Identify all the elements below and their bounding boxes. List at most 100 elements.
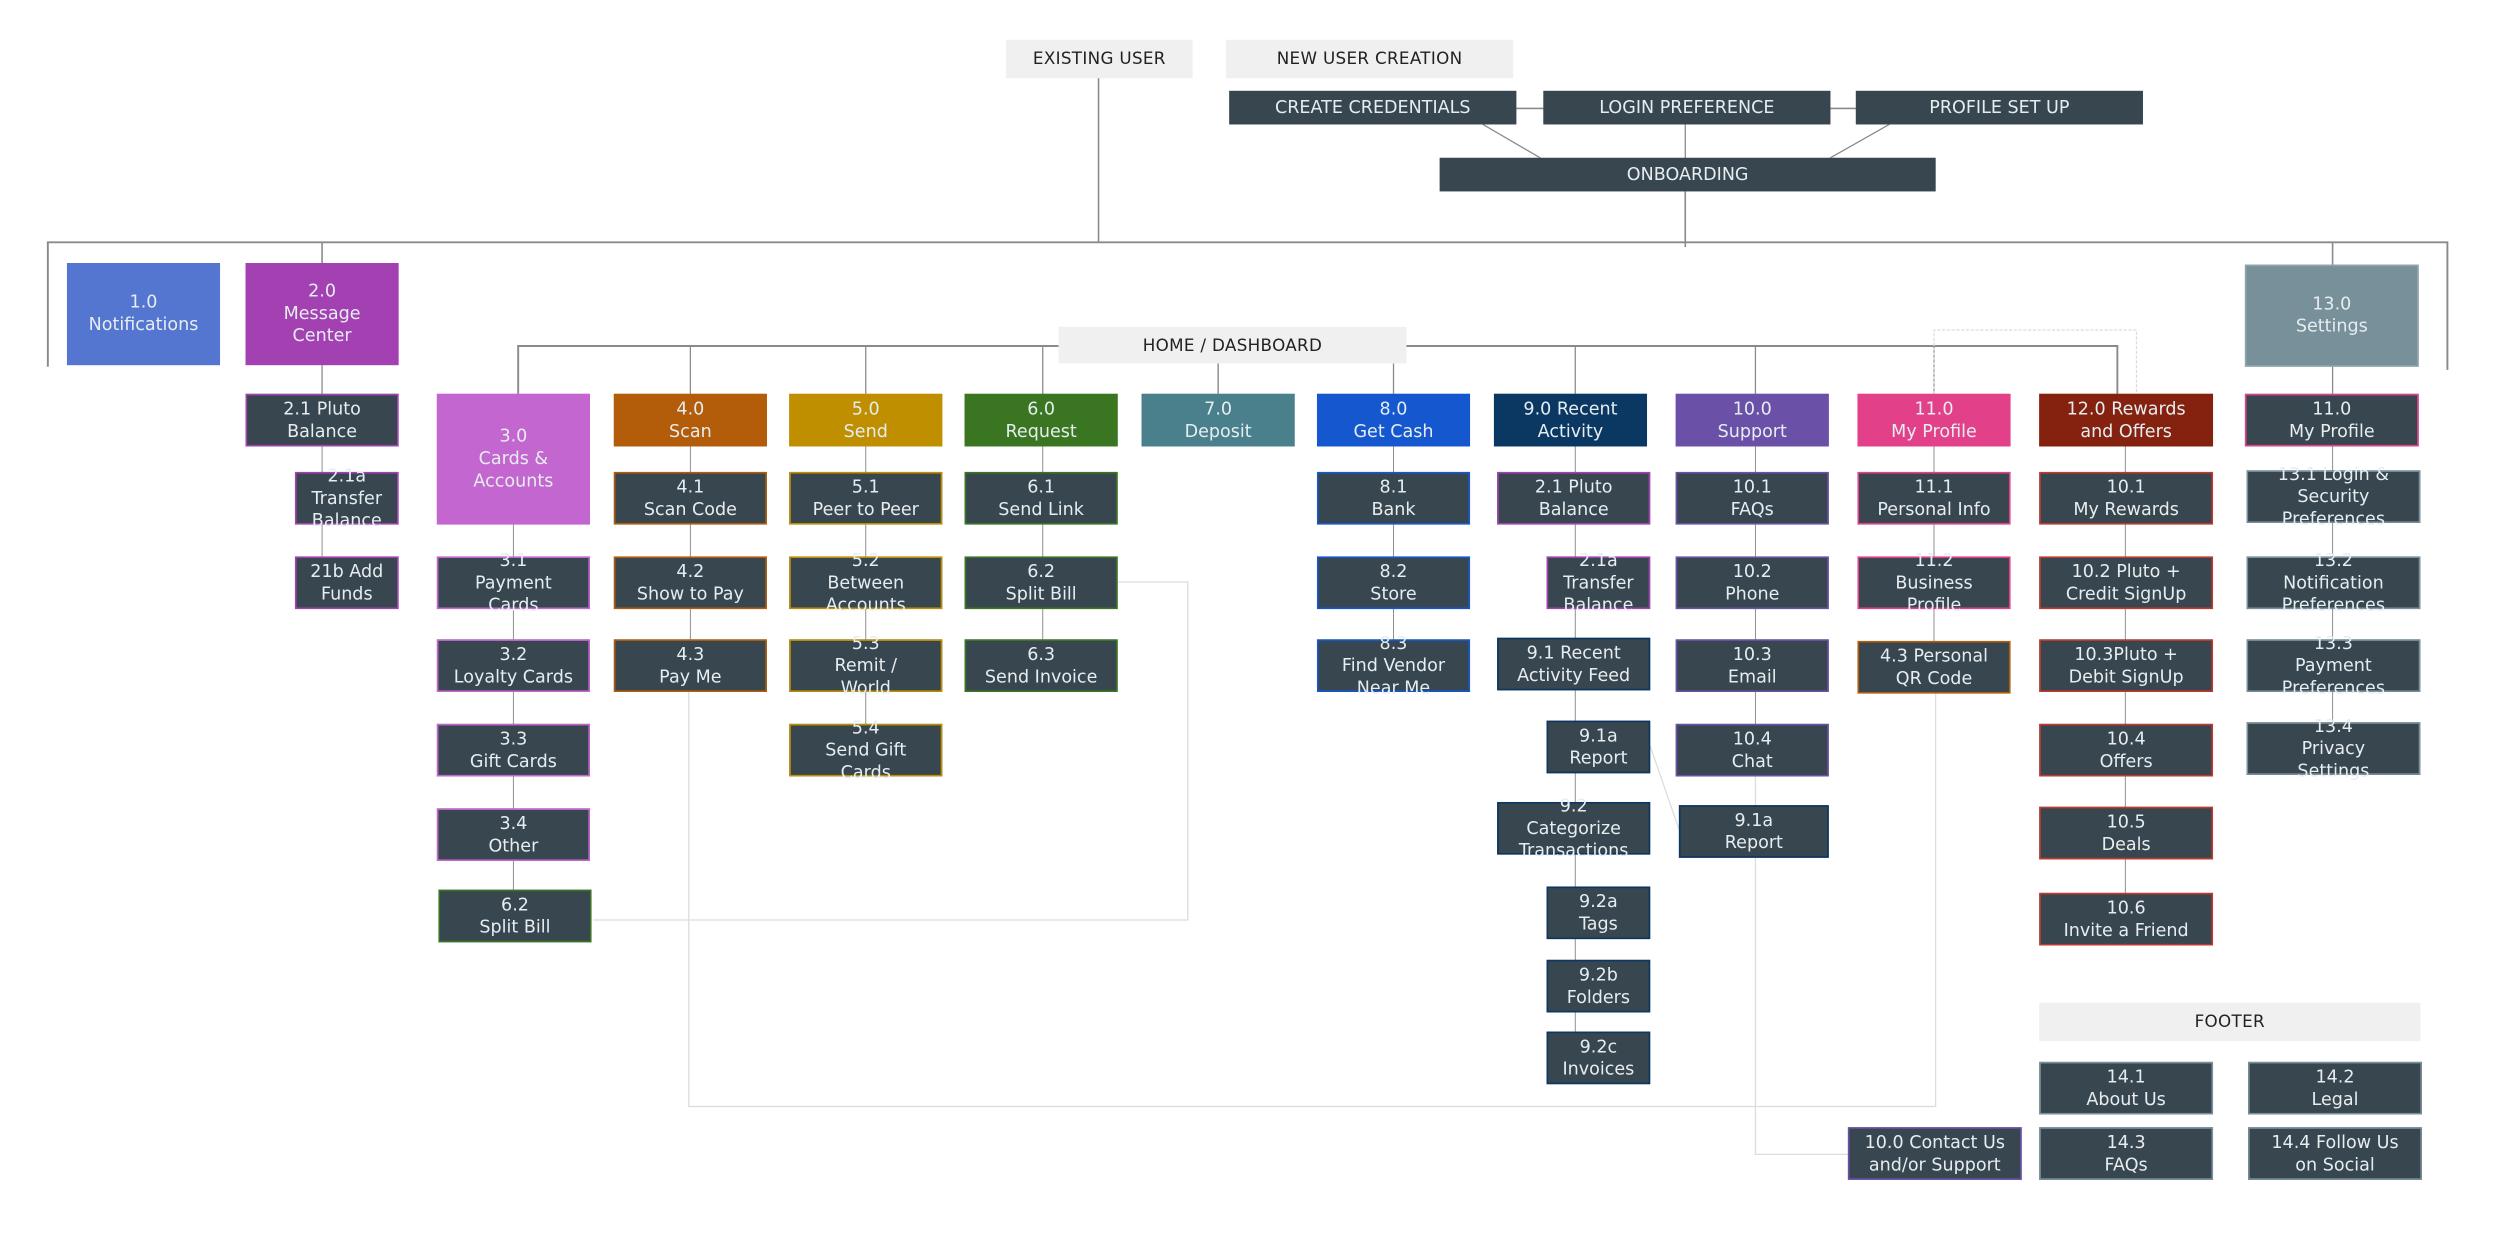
node-label: 14.2 [2315, 1065, 2355, 1087]
node-label: 21b Add [310, 560, 384, 582]
node-existing-user[interactable]: EXISTING USER [1006, 39, 1193, 79]
node-label: Transfer [311, 487, 383, 508]
node-10-3pluto-debit-signup[interactable]: 10.3Pluto +Debit SignUp [2039, 639, 2214, 692]
node-footer[interactable]: FOOTER [2039, 1002, 2421, 1042]
node-label: My Profile [1891, 420, 1977, 441]
node-label: 8.2 [1379, 560, 1408, 582]
node-label: Report [1724, 831, 1783, 853]
node-label: 11.0 [1914, 397, 1954, 419]
node-new-user-creation[interactable]: NEW USER CREATION [1226, 39, 1514, 79]
node-label: PROFILE SET UP [1929, 96, 2070, 118]
node-label: Invite a Friend [2063, 919, 2189, 940]
node-label: Bank [1371, 498, 1416, 519]
node-label: NEW USER CREATION [1276, 49, 1463, 69]
node-create-credentials[interactable]: CREATE CREDENTIALS [1229, 90, 1517, 125]
node-profile-set-up[interactable]: PROFILE SET UP [1855, 90, 2143, 125]
node-label: 10.3 [1732, 643, 1772, 665]
node-login-preference[interactable]: LOGIN PREFERENCE [1543, 90, 1831, 125]
node-home-dashboard[interactable]: HOME / DASHBOARD [1058, 326, 1407, 364]
node-label: 9.1a [1579, 724, 1618, 746]
node-label: Gift Cards [469, 750, 557, 771]
connector-line [688, 691, 1937, 1108]
connector-line [1406, 345, 2119, 394]
node-onboarding[interactable]: ONBOARDING [1439, 157, 1936, 192]
node-label: 4.3 Personal [1879, 644, 1989, 666]
node-label: 8.3 [1379, 632, 1408, 653]
node-label: Tags [1578, 912, 1618, 934]
node-label: Email [1727, 665, 1777, 687]
node-label: 3.4 [499, 812, 528, 834]
node-label: Pay Me [659, 665, 722, 687]
node-10-2-pluto-credit-signup[interactable]: 10.2 Pluto +Credit SignUp [2039, 556, 2214, 610]
node-label: Store [1370, 582, 1417, 604]
node-label: Phone [1725, 582, 1780, 604]
node-label: Request [1005, 420, 1077, 441]
node-label: and Offers [2080, 420, 2172, 441]
